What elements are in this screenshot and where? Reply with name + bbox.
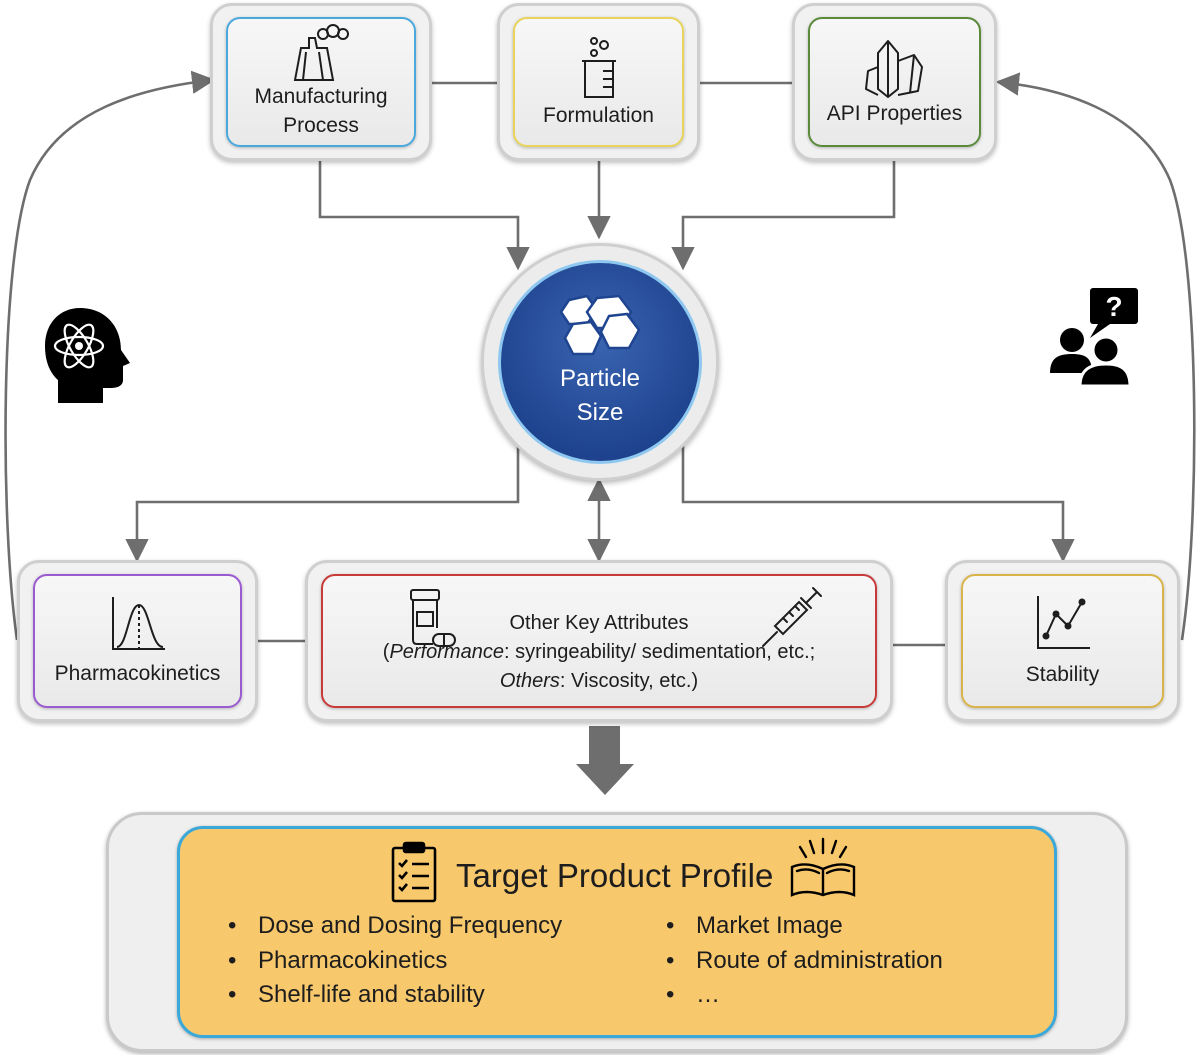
target-product-profile-card: Target Product Profile Dose and Dosing F…: [177, 826, 1057, 1038]
open-book-icon: [790, 837, 856, 897]
arrow-particle-to-stability: [681, 445, 1075, 563]
bell-curve-icon: [111, 596, 165, 650]
tpp-list-right: Market Image Route of administration …: [666, 909, 943, 1013]
api-properties-label: API Properties: [826, 101, 963, 125]
target-product-profile-panel: Target Product Profile Dose and Dosing F…: [106, 812, 1128, 1052]
svg-text:?: ?: [1105, 291, 1122, 322]
stability-node: Stability: [945, 560, 1180, 722]
tpp-item: Market Image: [666, 909, 943, 944]
hexagon-particles-icon: [559, 294, 641, 356]
manufacturing-label-line1: Manufacturing: [254, 85, 388, 108]
manufacturing-process-node: Manufacturing Process: [210, 3, 432, 161]
tpp-item: Pharmacokinetics: [228, 944, 562, 979]
api-properties-node: API Properties: [792, 3, 997, 161]
pharmacokinetics-label: Pharmacokinetics: [54, 661, 221, 685]
tpp-item: Dose and Dosing Frequency: [228, 909, 562, 944]
others-detail: : Viscosity, etc.): [559, 669, 699, 692]
arrow-particle-to-pk: [125, 445, 520, 563]
pharmacokinetics-node: Pharmacokinetics: [17, 560, 258, 722]
feedback-arrow-right: [995, 72, 1196, 641]
arrow-api-to-particle: [671, 160, 896, 271]
feedback-arrow-left: [4, 70, 216, 641]
medicine-bottle-icon: [410, 589, 456, 647]
factory-icon: [293, 24, 349, 81]
syringe-icon: [762, 587, 822, 647]
brain-atom-icon: [45, 308, 130, 403]
crystal-icon: [864, 39, 923, 98]
manufacturing-label-line2: Process: [283, 114, 359, 137]
tpp-item: Route of administration: [666, 944, 943, 979]
people-question-icon: ?: [1050, 288, 1138, 388]
performance-label: Performance: [389, 640, 504, 663]
other-attributes-line2: (Performance: syringeability/ sedimentat…: [383, 638, 815, 667]
formulation-label: Formulation: [543, 103, 654, 127]
tpp-list-left: Dose and Dosing Frequency Pharmacokineti…: [228, 909, 562, 1013]
paren-open: (: [382, 640, 390, 663]
big-down-arrow: [576, 726, 634, 795]
stability-label: Stability: [1025, 662, 1100, 686]
other-key-attributes-node: Other Key Attributes (Performance: syrin…: [305, 560, 893, 722]
arrow-manufacturing-to-particle: [318, 160, 530, 271]
particle-size-node: Particle Size: [481, 243, 719, 481]
performance-detail: : syringeability/ sedimentation, etc.;: [503, 640, 816, 663]
other-attributes-title: Other Key Attributes: [509, 611, 689, 634]
formulation-node: Formulation: [497, 3, 700, 161]
clipboard-checklist-icon: [391, 841, 437, 903]
particle-label-line2: Size: [576, 399, 624, 426]
particle-label-line1: Particle: [559, 365, 641, 392]
tpp-item: Shelf-life and stability: [228, 978, 562, 1013]
beaker-icon: [581, 36, 616, 98]
others-label: Others: [499, 669, 560, 692]
other-attributes-line3: Others: Viscosity, etc.): [500, 667, 698, 696]
tpp-title: Target Product Profile: [456, 857, 774, 894]
tpp-item: …: [666, 978, 943, 1013]
line-graph-icon: [1036, 595, 1090, 649]
